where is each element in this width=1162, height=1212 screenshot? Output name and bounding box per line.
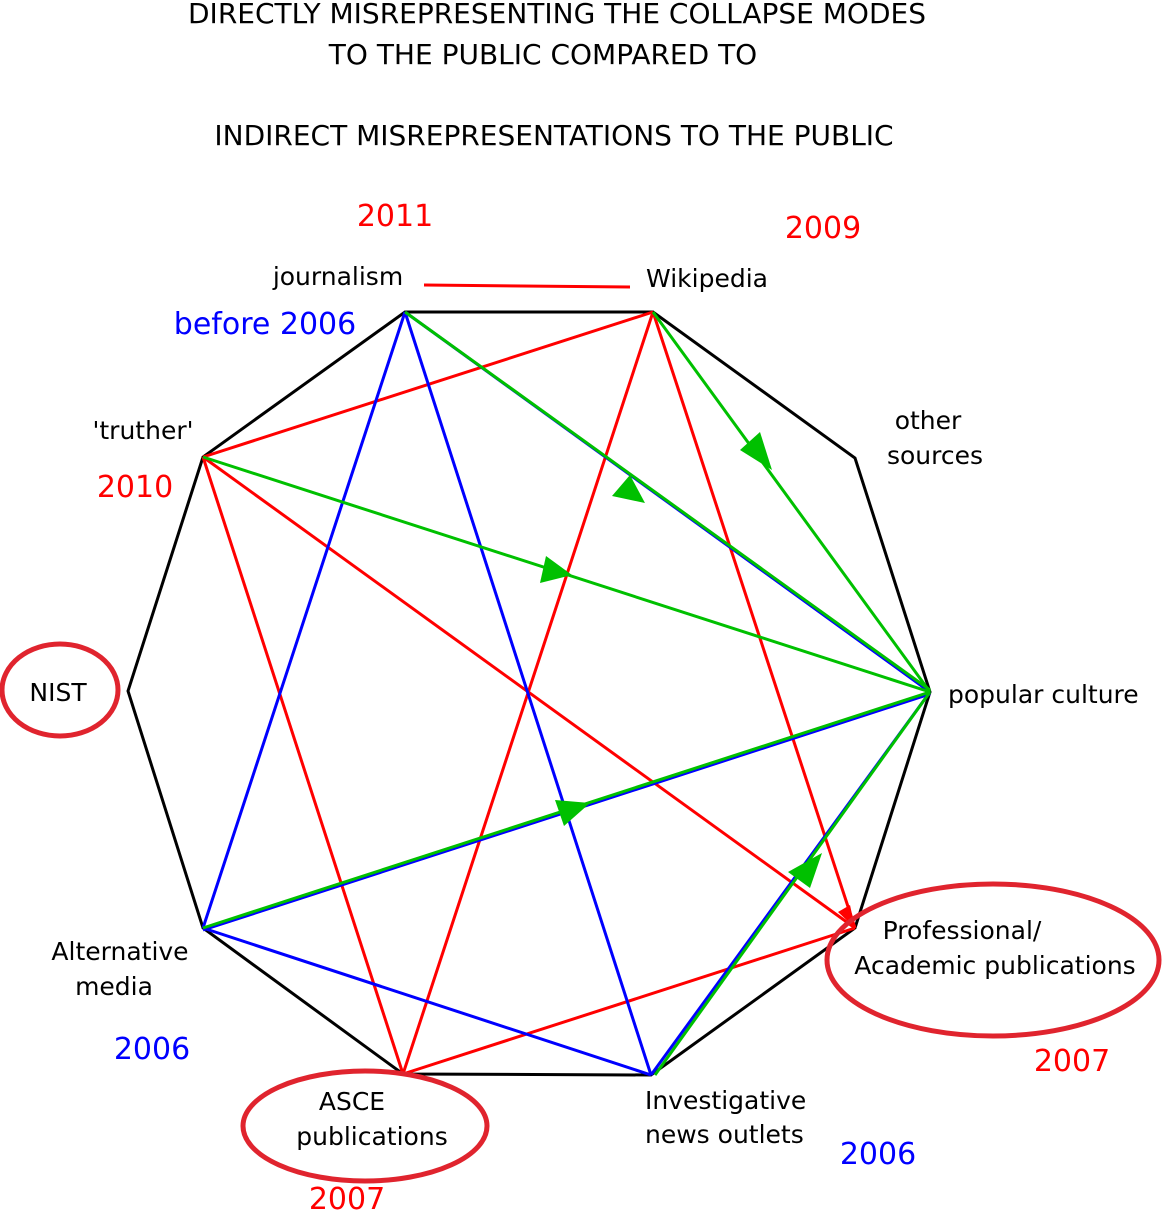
- edge-wikipedia-professional: [651, 311, 857, 929]
- node-labels: journalism Wikipedia other sources popul…: [29, 262, 1138, 1151]
- label-wikipedia: Wikipedia: [646, 264, 768, 293]
- year-investigative: 2006: [840, 1137, 916, 1172]
- label-truther: 'truther': [93, 416, 194, 445]
- arrowhead-icon: [740, 432, 772, 470]
- label-alternative-1: Alternative: [51, 937, 188, 966]
- label-nist: NIST: [29, 678, 87, 707]
- year-professional: 2007: [1034, 1044, 1110, 1079]
- edge-journalism-wikipedia-link: [423, 283, 631, 289]
- year-alternative: 2006: [114, 1032, 190, 1067]
- arrowhead-icon: [555, 800, 590, 826]
- title-line-1: DIRECTLY MISREPRESENTING THE COLLAPSE MO…: [188, 0, 926, 30]
- year-asce: 2007: [309, 1182, 385, 1212]
- edge-asce-professional: [402, 926, 856, 1076]
- label-asce-2: publications: [296, 1122, 447, 1151]
- nist-circle: [0, 641, 121, 739]
- edge-journalism-alternative: [201, 311, 407, 929]
- year-journalism-blue: before 2006: [174, 307, 356, 342]
- arrowheads: [540, 432, 855, 928]
- arrowhead-icon: [788, 853, 822, 888]
- label-professional-2: Academic publications: [854, 951, 1135, 980]
- edge-wikipedia-popular: [651, 311, 932, 693]
- title-line-3: INDIRECT MISREPRESENTATIONS TO THE PUBLI…: [214, 119, 893, 152]
- arrowhead-icon: [540, 556, 572, 583]
- label-professional-1: Professional/: [883, 916, 1042, 945]
- edge-journalism-popular-green: [404, 310, 931, 692]
- title-line-2: TO THE PUBLIC COMPARED TO: [328, 38, 757, 71]
- label-other-2: sources: [887, 441, 983, 470]
- professional-circle: [824, 881, 1162, 1039]
- highlight-circles: [0, 641, 1162, 1184]
- label-asce-1: ASCE: [319, 1087, 385, 1116]
- year-journalism: 2011: [357, 199, 433, 234]
- edge-truther-asce: [201, 456, 405, 1075]
- year-wikipedia: 2009: [785, 211, 861, 246]
- label-alternative-2: media: [75, 972, 153, 1001]
- year-labels: 2011 before 2006 2009 2010 2006 2007 200…: [97, 199, 1110, 1212]
- arrowhead-icon: [612, 475, 645, 503]
- green-edges: [202, 310, 932, 1076]
- edge-investigative-popular-green: [653, 691, 932, 1076]
- label-investigative-2: news outlets: [645, 1120, 804, 1149]
- asce-circle: [240, 1068, 490, 1184]
- label-other-1: other: [895, 406, 962, 435]
- label-investigative-1: Investigative: [645, 1086, 806, 1115]
- edge-alternative-investigative: [202, 926, 652, 1077]
- label-popular-culture: popular culture: [948, 680, 1139, 709]
- year-truther: 2010: [97, 470, 173, 505]
- label-journalism: journalism: [272, 262, 403, 291]
- edge-journalism-investigative: [403, 311, 653, 1076]
